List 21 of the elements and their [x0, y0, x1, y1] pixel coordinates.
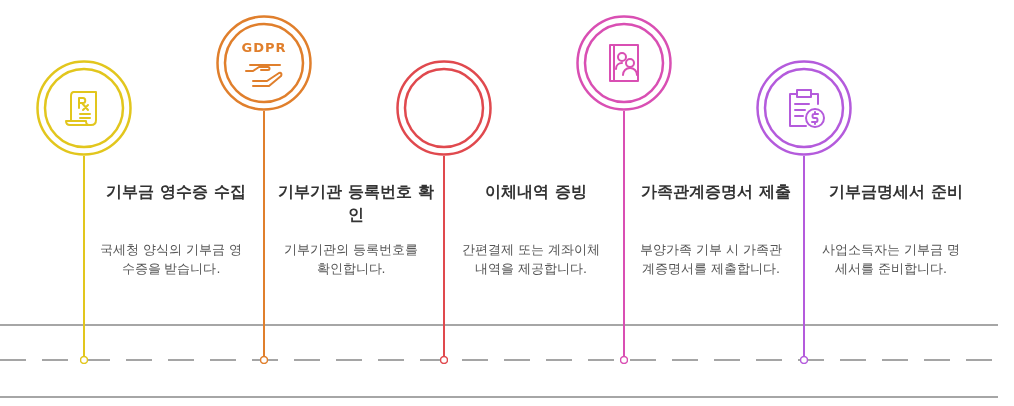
milestone-circle — [216, 15, 312, 111]
milestone-circle — [36, 60, 132, 156]
step-description: 부양가족 기부 시 가족관계증명서를 제출합니다. — [639, 241, 783, 278]
step-heading: 이체내역 증빙 — [484, 181, 588, 203]
connector-line — [623, 110, 625, 357]
step-description: 간편결제 또는 계좌이체 내역을 제공합니다. — [461, 241, 601, 278]
step-heading: 기부기관 등록번호 확인 — [277, 181, 435, 227]
milestone-circle — [396, 60, 492, 156]
connector-line — [263, 110, 265, 357]
connector-line — [443, 155, 445, 357]
milestone-circle — [576, 15, 672, 111]
icon-label: GDPR — [240, 40, 288, 55]
step-heading: 기부금명세서 준비 — [828, 181, 964, 203]
connector-line — [83, 155, 85, 357]
step-heading: 가족관계증명서 제출 — [640, 181, 792, 203]
step-description: 국세청 양식의 기부금 영수증을 받습니다. — [99, 241, 243, 278]
step-heading: 기부금 영수증 수집 — [105, 181, 247, 203]
connector-line — [803, 155, 805, 357]
step-description: 기부기관의 등록번호를 확인합니다. — [283, 241, 419, 278]
milestone-circle — [756, 60, 852, 156]
step-description: 사업소득자는 기부금 명세서를 준비합니다. — [821, 241, 961, 278]
